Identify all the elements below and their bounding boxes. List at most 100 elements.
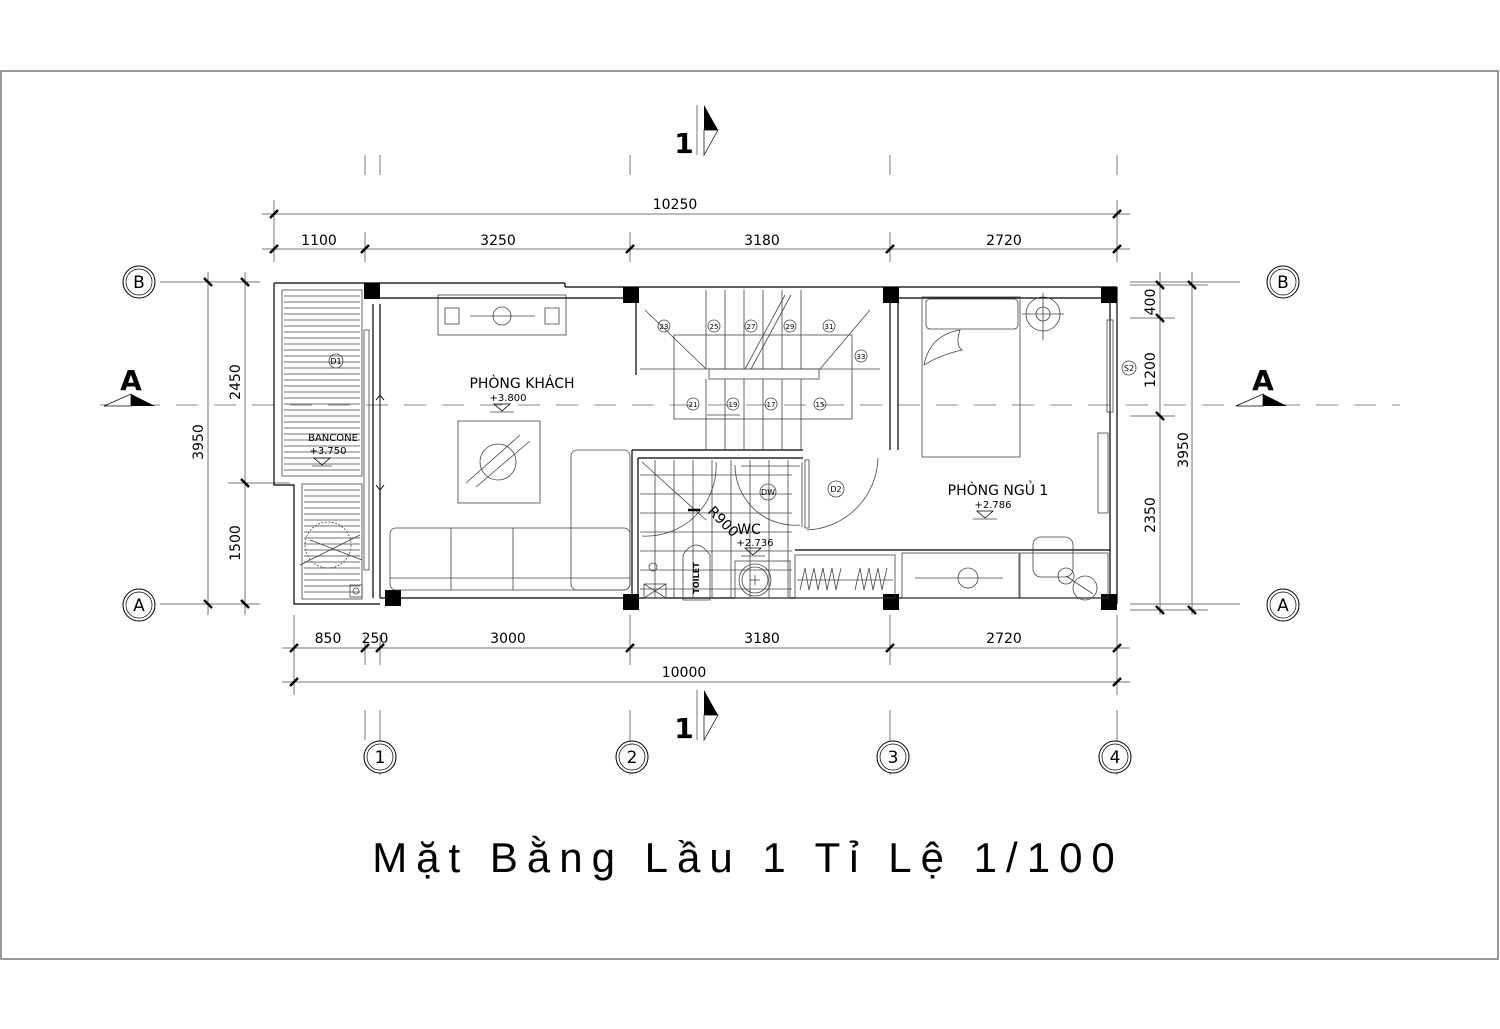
axis-bubble-A-right: A <box>1266 588 1300 622</box>
tag-s2: S2 <box>1124 364 1134 373</box>
dim-bottom-seg-1: 850 <box>315 631 342 647</box>
room-level-bancone: +3.750 <box>309 446 346 457</box>
dim-bottom-seg-4: 3180 <box>744 631 780 647</box>
dim-bottom-seg-3: 3000 <box>490 631 526 647</box>
stair-step-number: 31 <box>825 323 834 331</box>
section-label-1-top: 1 <box>674 127 693 160</box>
axis-label-A-left: A <box>133 596 145 616</box>
bed <box>921 296 1021 458</box>
stair-treads <box>640 290 880 450</box>
wardrobe <box>794 554 896 599</box>
axis-label-B-left: B <box>133 273 145 293</box>
stair-step-number: 23 <box>660 323 669 331</box>
stair-step-tag: 31 <box>822 319 836 333</box>
left-dimensions: 3950 2450 1500 <box>191 272 290 615</box>
dim-top-seg-4: 2720 <box>986 233 1022 249</box>
sofa <box>389 527 631 591</box>
axis-bubble-B-left: B <box>122 265 156 299</box>
stair-step-tag: 29 <box>783 319 797 333</box>
balcony: D1 BANCONE +3.750 <box>281 289 370 600</box>
toilet-icon <box>682 544 711 601</box>
wc-floor-tiles <box>640 460 792 598</box>
axis-label-1: 1 <box>375 748 386 768</box>
staircase: 23 25 27 29 31 33 21 19 17 15 <box>640 290 880 450</box>
axis-label-2: 2 <box>627 748 638 768</box>
drain-icon <box>349 584 363 598</box>
axis-bubble-1: 1 <box>363 740 397 774</box>
stair-step-tag: 17 <box>764 397 778 411</box>
dim-right-seg-2: 1200 <box>1143 352 1159 388</box>
dim-bottom-seg-5: 2720 <box>986 631 1022 647</box>
tag-d2: D2 <box>830 485 841 494</box>
living-room: PHÒNG KHÁCH +3.800 <box>375 294 631 591</box>
section-mark-1-top: 1 <box>674 105 719 160</box>
stair-step-number: 25 <box>710 323 719 331</box>
stair-step-tag: 19 <box>726 397 740 411</box>
sheet-border <box>0 70 1499 960</box>
stair-step-tag: 25 <box>707 319 721 333</box>
dim-right-seg-1: 400 <box>1143 289 1159 316</box>
axis-bubbles: B A B A 1 2 3 4 <box>122 265 1300 774</box>
stair-step-number: 15 <box>816 401 825 409</box>
dim-left-total: 3950 <box>191 424 207 460</box>
dim-bottom-seg-2: 250 <box>362 631 389 647</box>
room-name-wc: WC <box>737 522 761 538</box>
stair-step-tag: 27 <box>744 319 758 333</box>
stair-step-number: 17 <box>767 401 776 409</box>
section-mark-1-bottom: 1 <box>674 690 719 745</box>
stair-step-tag: 33 <box>854 349 868 363</box>
dim-top-seg-1: 1100 <box>301 233 337 249</box>
dim-top-total: 10250 <box>653 197 698 213</box>
stair-handrail <box>708 368 820 380</box>
section-mark-A-left: A <box>103 364 155 407</box>
walls <box>273 282 1118 605</box>
axis-bubble-A-left: A <box>122 588 156 622</box>
room-name-living: PHÒNG KHÁCH <box>469 374 574 392</box>
stair-step-tag: 21 <box>686 397 700 411</box>
section-label-1-bottom: 1 <box>674 712 693 745</box>
axis-label-3: 3 <box>888 748 899 768</box>
axis-bubble-3: 3 <box>876 740 910 774</box>
dim-bottom-total: 10000 <box>662 665 707 681</box>
tv-cabinet <box>437 294 567 336</box>
stair-step-number: 27 <box>747 323 756 331</box>
sink-icon <box>738 563 772 597</box>
dim-top-seg-2: 3250 <box>480 233 516 249</box>
right-dimensions: 400 1200 2350 3950 <box>1130 272 1208 615</box>
stair-step-tag: 15 <box>813 397 827 411</box>
axis-bubble-B-right: B <box>1266 265 1300 299</box>
tag-radius: R900 <box>704 504 741 541</box>
axis-label-4: 4 <box>1110 748 1121 768</box>
top-dimensions: 10250 1100 3250 3180 2720 <box>262 197 1130 262</box>
stair-step-number: 21 <box>689 401 698 409</box>
room-level-bedroom: +2.786 <box>974 500 1011 511</box>
coffee-table <box>457 420 541 504</box>
room-name-bedroom: PHÒNG NGỦ 1 <box>948 480 1049 499</box>
bedroom: S2 PHÒNG NGỦ 1 +2.786 <box>901 293 1137 601</box>
stair-step-number: 33 <box>857 353 866 361</box>
dim-right-total: 3950 <box>1176 432 1192 468</box>
room-level-living: +3.800 <box>489 393 526 404</box>
tag-dw: DW <box>761 488 775 497</box>
plant-pot-icon <box>304 521 352 569</box>
tag-d1: D1 <box>330 357 341 366</box>
room-level-wc: +2.736 <box>736 538 773 549</box>
tag-toilet: TOILET <box>692 562 701 594</box>
axis-label-B-right: B <box>1277 273 1289 293</box>
stair-step-number: 19 <box>729 401 738 409</box>
dim-left-seg-2: 1500 <box>228 525 244 561</box>
drawing-title: Mặt Bằng Lầu 1 Tỉ Lệ 1/100 <box>372 834 1124 881</box>
desk <box>901 552 1020 599</box>
axis-label-A-right: A <box>1277 596 1289 616</box>
axis-bubble-4: 4 <box>1098 740 1132 774</box>
section-mark-A-right: A <box>1235 364 1287 407</box>
stair-step-tag: 23 <box>657 319 671 333</box>
section-label-A-right: A <box>1252 364 1274 397</box>
bottom-dimensions: 850 250 3000 3180 2720 10000 <box>282 615 1130 695</box>
room-name-bancone: BANCONE <box>308 433 358 444</box>
chair-icon <box>1032 536 1074 578</box>
stair-step-number: 29 <box>786 323 795 331</box>
door-d2: D2 <box>804 457 879 531</box>
balcony-slats <box>284 295 360 593</box>
